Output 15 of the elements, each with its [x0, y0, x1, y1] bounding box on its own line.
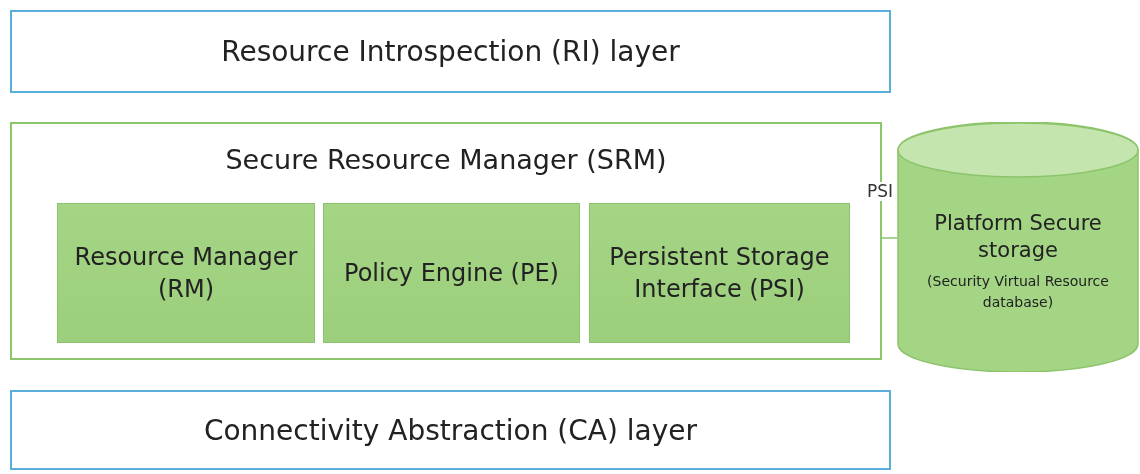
- component-box: [57, 203, 315, 343]
- layer-box: [10, 10, 891, 93]
- node-title: Persistent Storage Interface (PSI): [608, 241, 831, 305]
- component-box: [589, 203, 850, 343]
- edge-label: PSI: [866, 182, 895, 201]
- node-title: Platform Secure storage: [933, 210, 1103, 265]
- layer-box: [10, 390, 891, 470]
- node-title: Policy Engine (PE): [344, 257, 559, 289]
- connector-line: [881, 237, 898, 239]
- node-title: Resource Manager (RM): [73, 241, 299, 305]
- node-title: Resource Introspection (RI) layer: [221, 35, 680, 68]
- component-box: [323, 203, 580, 343]
- node-title: Secure Resource Manager (SRM): [225, 144, 667, 175]
- node-title: Connectivity Abstraction (CA) layer: [203, 413, 698, 447]
- node-subtitle: (Security Virtual Resource database): [926, 271, 1110, 312]
